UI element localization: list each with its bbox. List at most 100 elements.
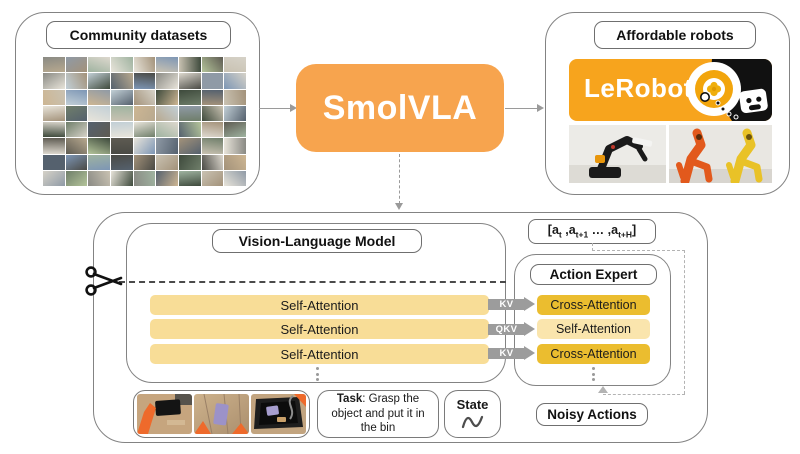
dataset-thumbnail — [110, 57, 133, 73]
dataset-thumbnail — [224, 122, 246, 138]
dashed-arrow-smolvla-to-architecture — [399, 154, 400, 204]
dataset-thumbnail — [224, 57, 246, 73]
noisy-actions-box: Noisy Actions — [536, 403, 648, 426]
cross-attention-row-1: Cross-Attention — [537, 295, 650, 315]
dataset-thumbnail — [43, 89, 65, 105]
dataset-thumbnail — [224, 73, 246, 89]
denoise-loop-right — [684, 250, 685, 394]
dataset-thumbnail — [43, 154, 65, 170]
task-text: Task: Grasp the object and put it in the… — [331, 393, 425, 435]
dataset-thumbnail — [133, 138, 156, 154]
dataset-thumbnail — [133, 57, 156, 73]
qkv-arrow-head-icon — [524, 322, 535, 336]
dataset-thumbnail — [201, 138, 224, 154]
dataset-thumbnail — [88, 89, 110, 105]
dataset-thumbnail — [65, 138, 88, 154]
kv-arrow-1: KV — [488, 297, 536, 311]
self-attention-row-1-label: Self-Attention — [280, 297, 359, 313]
action-expert-title: Action Expert — [530, 264, 657, 285]
arrowhead-datasets-to-smolvla-icon — [290, 104, 297, 112]
dataset-thumbnail — [156, 57, 178, 73]
dataset-thumbnail — [178, 138, 201, 154]
dataset-thumbnail — [178, 154, 201, 170]
action-expert-title-label: Action Expert — [549, 267, 638, 282]
community-datasets-panel: Community datasets — [15, 12, 260, 195]
arrowhead-smolvla-to-architecture-icon — [395, 203, 403, 210]
dataset-thumbnail — [43, 122, 65, 138]
dataset-thumbnail — [156, 154, 178, 170]
lerobot-label: LeRobot — [584, 73, 693, 103]
dataset-thumbnail — [201, 154, 224, 170]
dataset-thumbnail — [88, 105, 110, 121]
task-box: Task: Grasp the object and put it in the… — [317, 390, 439, 438]
dataset-thumbnail — [65, 89, 88, 105]
self-attention-row-2: Self-Attention — [150, 319, 489, 339]
smolvla-label: SmolVLA — [322, 88, 478, 127]
dataset-thumbnail — [43, 57, 65, 73]
cross-attention-row-1-label: Cross-Attention — [550, 298, 637, 312]
ae-ellipsis-dots — [592, 367, 595, 381]
dataset-thumbnail — [201, 57, 224, 73]
dataset-thumbnail — [156, 138, 178, 154]
dataset-thumbnail — [178, 122, 201, 138]
arrow-datasets-to-smolvla — [259, 108, 291, 109]
dataset-thumbnail — [43, 73, 65, 89]
kv-arrow-2-label: KV — [499, 347, 514, 359]
cross-attention-row-2-label: Cross-Attention — [550, 347, 637, 361]
dataset-thumbnail — [110, 73, 133, 89]
ae-self-attention-row-label: Self-Attention — [555, 322, 632, 336]
kv-arrow-1-label: KV — [499, 298, 514, 310]
self-attention-row-3: Self-Attention — [150, 344, 489, 364]
vlm-title: Vision-Language Model — [212, 229, 422, 253]
vlm-title-label: Vision-Language Model — [238, 233, 396, 249]
dataset-thumbnail — [65, 122, 88, 138]
action-output-box: [at ,at+1 … ,at+H] — [528, 219, 656, 244]
dataset-thumbnail — [88, 138, 110, 154]
cross-attention-row-2: Cross-Attention — [537, 344, 650, 364]
robot-photo-black-arm — [569, 125, 666, 183]
noisy-actions-label: Noisy Actions — [547, 407, 637, 422]
robot-mascot-icon — [687, 59, 772, 121]
dataset-thumbnail — [201, 73, 224, 89]
dataset-thumbnail — [65, 57, 88, 73]
dataset-thumbnail — [224, 154, 246, 170]
arrowhead-smolvla-to-robots-icon — [537, 104, 544, 112]
kv-arrow-2: KV — [488, 346, 536, 360]
dataset-thumbnail — [201, 170, 224, 186]
denoise-loop-arrowhead-icon — [598, 386, 608, 393]
qkv-arrow-label: QKV — [495, 323, 518, 335]
dataset-thumbnail — [133, 154, 156, 170]
camera-image-1 — [137, 394, 192, 434]
dataset-thumbnail — [133, 105, 156, 121]
denoise-loop-stub — [592, 243, 593, 251]
dataset-thumbnail — [43, 105, 65, 121]
dataset-thumbnail — [88, 73, 110, 89]
dataset-thumbnail — [65, 154, 88, 170]
dataset-thumbnail — [178, 105, 201, 121]
robot-photo-orange-yellow-arms — [669, 125, 772, 183]
dataset-thumbnail — [110, 138, 133, 154]
kv-arrow-2-head-icon — [524, 346, 535, 360]
architecture-panel: Vision-Language Model Self-Attention Sel… — [85, 212, 708, 443]
state-label: State — [456, 397, 489, 412]
community-datasets-title: Community datasets — [46, 21, 231, 49]
dataset-thumbnail — [133, 89, 156, 105]
dataset-thumbnail — [201, 105, 224, 121]
qkv-arrow: QKV — [488, 322, 536, 336]
dataset-thumbnail — [43, 138, 65, 154]
vlm-panel: Vision-Language Model Self-Attention Sel… — [126, 223, 506, 383]
dataset-thumbnail — [110, 122, 133, 138]
affordable-robots-title-label: Affordable robots — [616, 27, 734, 43]
camera-image-2 — [194, 394, 249, 434]
affordable-robots-panel: Affordable robots — [545, 12, 790, 195]
dataset-thumbnail — [224, 170, 246, 186]
dataset-thumbnail — [224, 138, 246, 154]
dataset-thumbnail — [88, 57, 110, 73]
dataset-thumbnail — [110, 89, 133, 105]
dataset-thumbnail — [178, 170, 201, 186]
dataset-thumbnail — [65, 73, 88, 89]
dataset-thumbnail — [201, 122, 224, 138]
self-attention-row-2-label: Self-Attention — [280, 321, 359, 337]
dataset-thumbnail — [156, 105, 178, 121]
